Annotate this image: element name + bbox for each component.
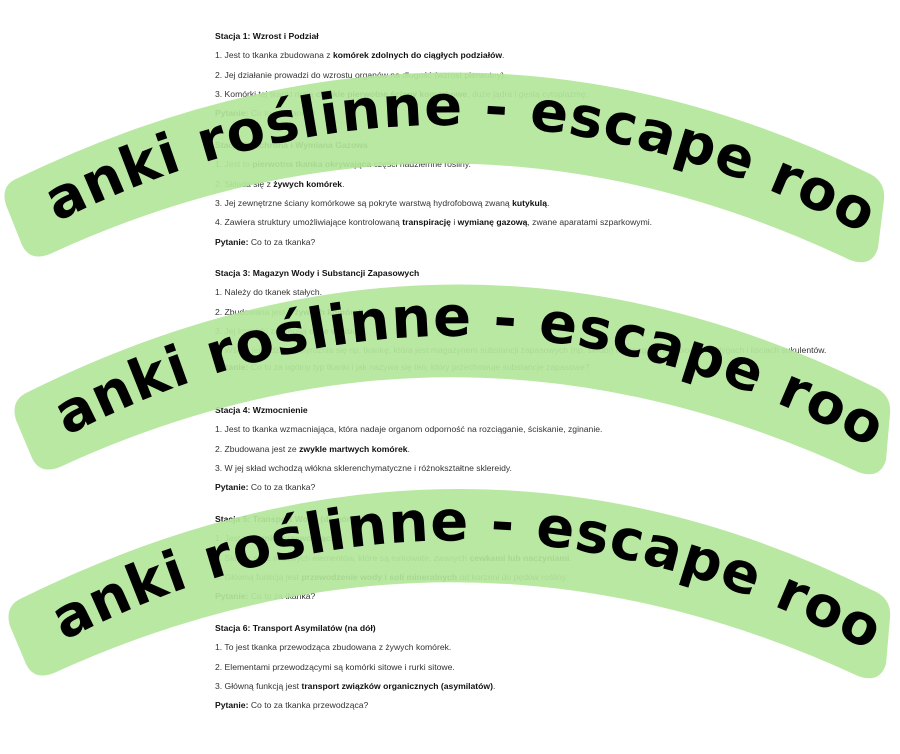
clue-line: 3. Główną funkcją jest przewodzenie wody…: [215, 572, 855, 582]
clue-text: .: [407, 443, 410, 454]
clue-line: 3. Jej komórki zawierają duże wakuole.: [215, 326, 855, 336]
clue-text: 3. Komórki tej tkanki mają: [215, 88, 316, 99]
station-title: Stacja 3: Magazyn Wody i Substancji Zapa…: [215, 268, 420, 278]
clue-line: 4. Wśród jej rodzajów wyróżnia się np. t…: [215, 345, 865, 355]
question-text: Co to za tkanka?: [248, 236, 316, 247]
clue-text: 3. Jej zewnętrzne ściany komórkowe są po…: [215, 197, 513, 208]
clue-text: , duże jądra i gęstą cytoplazmę.: [467, 88, 589, 99]
station-title: Stacja 5: Transport Wody (do góry): [215, 514, 358, 524]
question-text: Co to za tkanka przewodząca?: [248, 700, 369, 711]
clue-line: 2. Elementami przewodzącymi są komórki s…: [215, 662, 855, 672]
clue-text: 4. Zawiera struktury umożliwiające kontr…: [215, 217, 403, 228]
clue-text: 1. To jest tkanka przewodząca zbudowana …: [215, 642, 452, 653]
clue-bold: duże wakuole: [309, 325, 365, 336]
question-label: Pytanie:: [215, 236, 249, 247]
clue-line: 4. Zawiera struktury umożliwiające kontr…: [215, 217, 855, 227]
station-5: Stacja 5: Transport Wody (do góry) 1. Je…: [215, 514, 855, 611]
clue-text: .: [342, 178, 345, 189]
clue-bold: pierwotna tkanka okrywająca: [252, 159, 372, 170]
clue-line: 3. Główną funkcją jest transport związkó…: [215, 681, 855, 691]
clue-text: 2. Składa się z: [215, 178, 274, 189]
clue-line: 2. Zbudowana jest z żywych komórek.: [215, 307, 855, 317]
clue-text: 4. Wśród jej rodzajów wyróżnia się np. t…: [215, 345, 827, 356]
clue-text: 2. Zbudowana jest z: [215, 306, 295, 317]
clue-bold: żywych komórek: [294, 306, 364, 317]
clue-text: 2. Elementami przewodzącymi są komórki s…: [215, 661, 455, 672]
question-line: Pytanie: Co to za tkanka?: [215, 237, 855, 247]
clue-line: 1. Jest to tkanka zbudowana z komórek zd…: [215, 50, 855, 60]
clue-text: , zwane aparatami szparkowymi.: [527, 217, 653, 228]
clue-text: 3. Główną funkcją jest: [215, 680, 302, 691]
question-text: Co to za tkanka?: [248, 108, 316, 119]
clue-bold: transport związków organicznych (asymila…: [301, 680, 493, 691]
station-6: Stacja 6: Transport Asymilatów (na dół) …: [215, 623, 855, 720]
station-title: Stacja 4: Wzmocnienie: [215, 405, 308, 415]
station-title: Stacja 1: Wzrost i Podział: [215, 31, 319, 41]
clue-bold: tkanka przewodząca: [252, 533, 336, 544]
question-text: Co to za tkanka?: [248, 591, 316, 602]
clue-text: 3. Główną funkcją jest: [215, 571, 302, 582]
clue-text: .: [364, 325, 368, 336]
clue-line: 2. Jej działanie prowadzi do wzrostu org…: [215, 70, 855, 80]
question-text: Co to za ogólny typ tkanki i jak nazywa …: [248, 361, 590, 372]
clue-text: .: [502, 50, 505, 61]
clue-text: .: [492, 680, 496, 691]
question-label: Pytanie:: [215, 108, 249, 119]
clue-text: 1. Jest to tkanka zbudowana z: [215, 50, 333, 61]
clue-line: 2. Składa się z żywych komórek.: [215, 179, 855, 189]
question-line: Pytanie: Co to za tkanka przewodząca?: [215, 700, 855, 710]
clue-line: 2. Składa się z martwych elementów, któr…: [215, 553, 855, 563]
clue-text: .: [546, 197, 550, 208]
station-title: Stacja 6: Transport Asymilatów (na dół): [215, 623, 376, 633]
clue-line: 3. W jej skład wchodzą włókna sklerenchy…: [215, 463, 855, 473]
clue-line: 1. To jest tkanka przewodząca zbudowana …: [215, 642, 855, 652]
clue-bold: transpirację: [402, 217, 451, 228]
question-label: Pytanie:: [215, 700, 249, 711]
clue-bold: cienkie pierwotne ściany komórkowe: [315, 88, 468, 99]
clue-text: 2. Zbudowana jest ze: [215, 443, 300, 454]
station-title: Stacja 2: Ochrona i Wymiana Gazowa: [215, 140, 368, 150]
clue-line: 3. Jej zewnętrzne ściany komórkowe są po…: [215, 198, 855, 208]
clue-text: 1. Należy do tkanek stałych.: [215, 287, 322, 298]
clue-bold: komórek zdolnych do ciągłych podziałów: [333, 50, 503, 61]
clue-bold: wymianę gazową: [457, 217, 528, 228]
clue-line: 3. Komórki tej tkanki mają cienkie pierw…: [215, 89, 855, 99]
question-label: Pytanie:: [215, 482, 249, 493]
clue-text: 1. Jest to: [215, 159, 253, 170]
station-4: Stacja 4: Wzmocnienie 1. Jest to tkanka …: [215, 405, 855, 502]
question-label: Pytanie:: [215, 591, 249, 602]
clue-text: .: [363, 306, 366, 317]
station-3: Stacja 3: Magazyn Wody i Substancji Zapa…: [215, 268, 855, 381]
question-line: Pytanie: Co to za ogólny typ tkanki i ja…: [215, 362, 855, 372]
clue-text: części nadziemne rośliny.: [371, 159, 471, 170]
question-text: Co to za tkanka?: [248, 482, 316, 493]
clue-text: i: [450, 217, 458, 228]
clue-line: 2. Zbudowana jest ze zwykle martwych kom…: [215, 444, 855, 454]
question-label: Pytanie:: [215, 361, 249, 372]
clue-bold: żywych komórek: [273, 178, 343, 189]
clue-line: 1. Jest to tkanka wzmacniająca, która na…: [215, 424, 855, 434]
clue-text: 1. Jest to: [215, 533, 253, 544]
clue-text: 3. W jej skład wchodzą włókna sklerenchy…: [215, 462, 512, 473]
clue-bold: zwykle martwych komórek: [299, 443, 408, 454]
clue-bold: cewkami lub naczyniami: [469, 552, 570, 563]
clue-text: 1. Jest to tkanka wzmacniająca, która na…: [215, 424, 603, 435]
question-line: Pytanie: Co to za tkanka?: [215, 108, 855, 118]
clue-text: 2. Jej działanie prowadzi do wzrostu org…: [215, 69, 507, 80]
clue-text: .: [335, 533, 338, 544]
clue-text: 2. Składa się z martwych elementów, któr…: [215, 552, 470, 563]
clue-bold: przewodzenie wody i soli mineralnych: [301, 571, 458, 582]
clue-bold: kutykulą: [512, 197, 547, 208]
station-1: Stacja 1: Wzrost i Podział 1. Jest to tk…: [215, 31, 855, 128]
clue-text: 3. Jej komórki zawierają: [215, 325, 310, 336]
question-line: Pytanie: Co to za tkanka?: [215, 591, 855, 601]
question-line: Pytanie: Co to za tkanka?: [215, 482, 855, 492]
clue-line: 1. Jest to pierwotna tkanka okrywająca c…: [215, 159, 855, 169]
clue-text: .: [569, 552, 572, 563]
clue-text: od korzeni do pędów rośliny.: [457, 571, 568, 582]
clue-line: 1. Jest to tkanka przewodząca.: [215, 533, 855, 543]
station-2: Stacja 2: Ochrona i Wymiana Gazowa 1. Je…: [215, 140, 855, 256]
clue-line: 1. Należy do tkanek stałych.: [215, 287, 855, 297]
